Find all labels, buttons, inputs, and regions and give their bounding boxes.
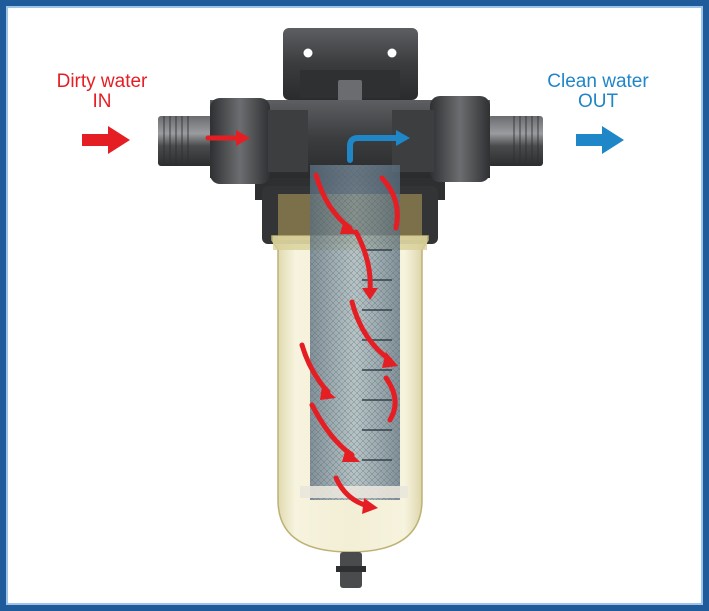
- arrow-right-icon: [576, 126, 624, 154]
- filter-mesh-screen: [300, 165, 408, 500]
- inlet-label: Dirty water IN: [42, 72, 162, 112]
- dirty-flow-arrowheads: [236, 130, 398, 514]
- outlet-label-line2: OUT: [577, 91, 619, 112]
- inlet-label-line1: Dirty water: [56, 71, 148, 92]
- inlet-label-line2: IN: [92, 91, 112, 112]
- outlet-label-line1: Clean water: [547, 71, 649, 92]
- outlet-label: Clean water OUT: [528, 72, 668, 112]
- inlet-pipe: [158, 98, 308, 184]
- arrow-right-icon: [82, 126, 130, 154]
- mounting-bracket: [283, 28, 418, 106]
- clean-flow-arrow: [347, 130, 410, 163]
